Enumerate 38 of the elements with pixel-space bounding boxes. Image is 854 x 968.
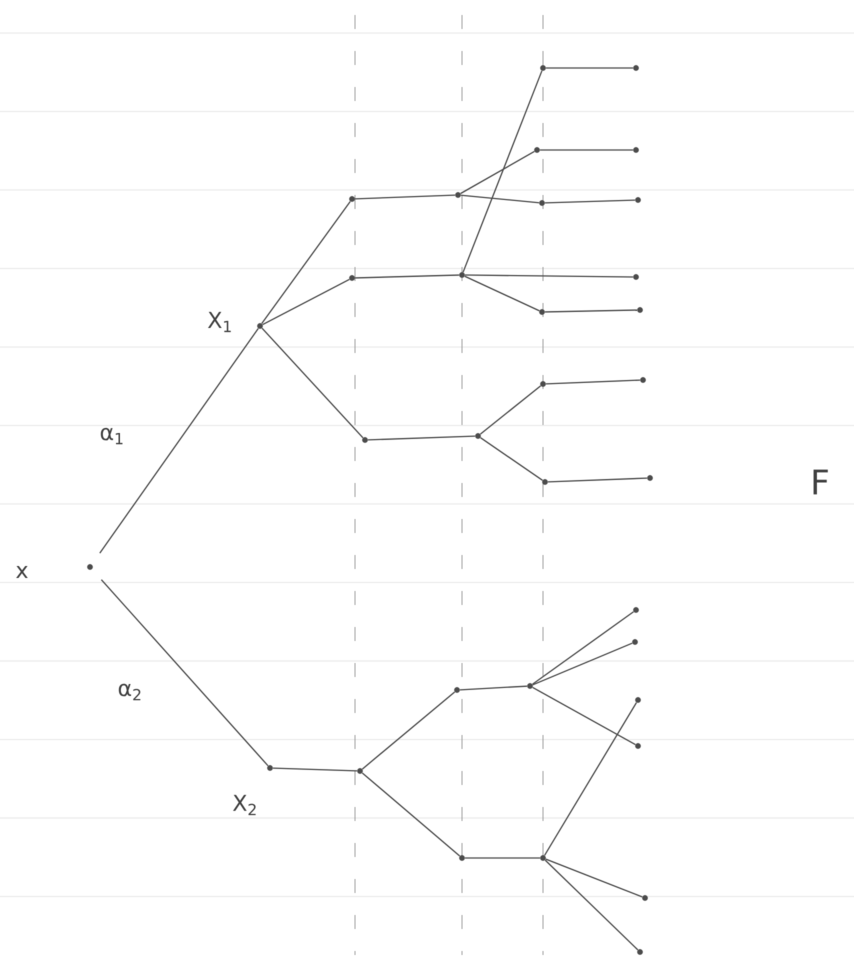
tree-branch — [546, 379, 640, 385]
tree-branch — [273, 767, 357, 772]
tree-branch — [540, 149, 633, 151]
tree-branch — [460, 686, 528, 690]
tree-branch — [355, 194, 455, 200]
tree-branch — [546, 67, 633, 69]
node-label: X$_{1}$ — [208, 312, 231, 332]
tree-branch — [544, 702, 637, 856]
tree-branch — [548, 477, 647, 483]
tree-branch — [362, 691, 456, 770]
tree-branch — [355, 274, 459, 279]
tree-branch — [100, 579, 268, 766]
node-label: X$_{2}$ — [232, 794, 256, 816]
node-label: x — [16, 566, 28, 578]
tree-branch — [460, 194, 540, 204]
tree-branch — [462, 70, 543, 272]
edge-label: α$_{2}$ — [116, 682, 144, 702]
tree-branch — [545, 199, 635, 204]
tree-branch — [362, 772, 460, 857]
tree-branch — [460, 150, 535, 194]
tree-branch — [480, 385, 542, 435]
tree-branch — [532, 642, 632, 686]
tree-branch — [544, 860, 638, 950]
tree-branch — [262, 328, 364, 438]
tree-branch — [368, 435, 475, 441]
tree-branch — [480, 437, 543, 481]
tree-branch — [465, 274, 633, 278]
tree-branch — [546, 858, 642, 898]
tree-branch — [465, 857, 540, 859]
tree-branch — [464, 276, 540, 312]
tree-branch — [532, 611, 634, 685]
tree-branch — [99, 328, 259, 554]
edge-label: α$_{1}$ — [98, 426, 126, 446]
tree-branch — [261, 201, 351, 324]
set-label: F — [814, 470, 828, 494]
tree-branch — [532, 686, 636, 746]
tree-branch — [545, 309, 637, 313]
tree-branch — [262, 278, 350, 326]
